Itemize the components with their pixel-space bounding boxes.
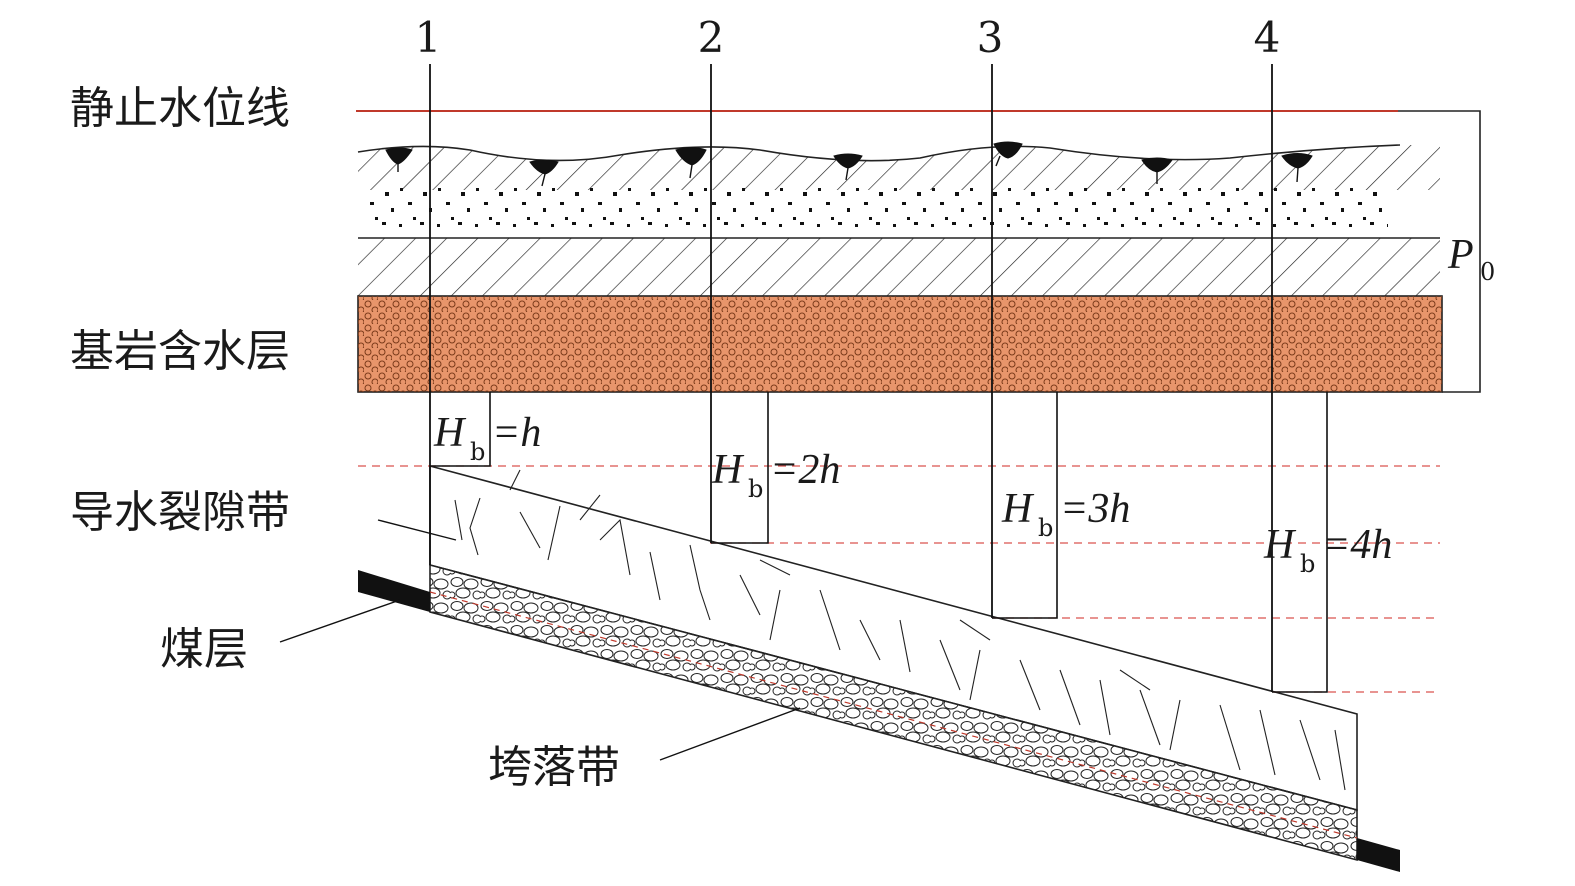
pressure-symbol: P (1447, 232, 1474, 278)
hb-rhs: =3h (1060, 486, 1130, 532)
hb-label-1: H b =h (433, 410, 541, 466)
hb-symbol: H (1263, 522, 1297, 568)
hb-subscript: b (1038, 514, 1053, 542)
hb-label-4: H b =4h (1263, 522, 1392, 578)
hb-symbol: H (433, 410, 467, 456)
hb-rhs: =4h (1322, 522, 1392, 568)
hb-symbol: H (711, 447, 745, 493)
well-label-1: 1 (415, 13, 442, 62)
hb-label-3: H b =3h (1001, 486, 1130, 542)
coal-seam-label: 煤层 (160, 624, 248, 675)
hb-brackets (430, 392, 1328, 693)
bedrock-aquifer-layer (357, 295, 1443, 393)
observation-wells (429, 64, 1273, 692)
well-label-2: 2 (698, 13, 725, 62)
hb-rhs: =2h (770, 447, 840, 493)
leader-lines (279, 519, 801, 761)
static-water-level-label: 静止水位线 (70, 83, 290, 134)
fracture-zone-label: 导水裂隙带 (70, 487, 290, 538)
surface-soil-layer (357, 144, 1440, 238)
well-label-3: 3 (977, 13, 1004, 62)
bedrock-aquifer-label: 基岩含水层 (70, 326, 290, 377)
hb-label-2: H b =2h (711, 447, 840, 503)
caving-zone-label: 垮落带 (488, 742, 620, 793)
hb-subscript: b (1300, 550, 1315, 578)
water-drop-markers (385, 141, 1313, 187)
pressure-subscript: 0 (1480, 258, 1495, 286)
well-label-4: 4 (1254, 13, 1281, 62)
hb-symbol: H (1001, 486, 1035, 532)
hb-rhs: =h (492, 410, 541, 456)
coal-seam (358, 570, 1400, 872)
hb-subscript: b (470, 438, 485, 466)
aquitard-layer (358, 237, 1440, 296)
hb-subscript: b (748, 475, 763, 503)
pressure-bracket (1398, 110, 1481, 393)
